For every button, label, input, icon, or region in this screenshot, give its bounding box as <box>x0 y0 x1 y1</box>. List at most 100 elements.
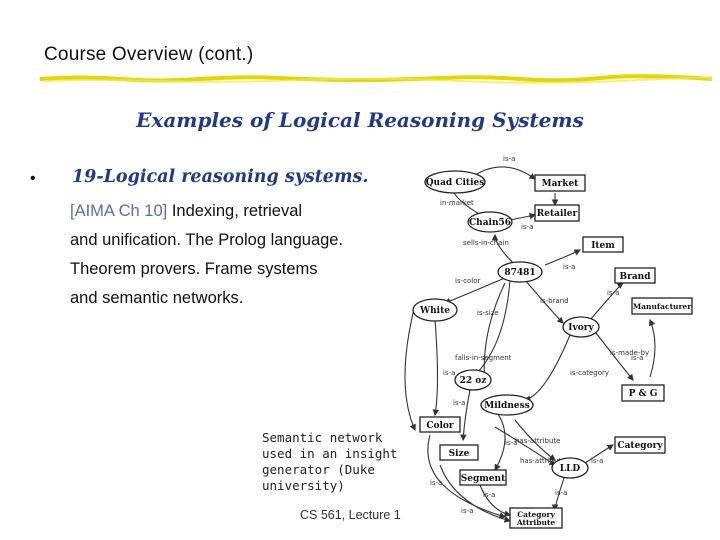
semantic-network-diagram: is-a in-market is-a sells-in-chain is-a … <box>404 155 693 529</box>
edge-white-left <box>404 304 416 432</box>
body-text-1: Indexing, retrieval <box>171 202 303 220</box>
node-label-market: Market <box>542 179 579 189</box>
edge-mildness-segment <box>494 409 506 471</box>
node-label-item: Item <box>591 241 615 251</box>
edge-label-isa-7: is-a <box>453 399 465 407</box>
edge-size-catattr <box>439 464 512 523</box>
edge-ivory-brand <box>589 282 624 321</box>
edge-label-isa-12: is-a <box>430 479 442 487</box>
node-label-manufacturer: Manufacturer <box>633 302 692 311</box>
edge-segment-catattr <box>479 484 512 517</box>
edge-pg-manufacturer <box>648 318 656 378</box>
chapter-reference: [AIMA Ch 10] <box>70 202 168 220</box>
node-label-22oz: 22 oz <box>460 376 487 386</box>
node-segment: Segment <box>459 469 507 486</box>
node-size: Size <box>439 444 479 461</box>
node-mildness: Mildness <box>480 394 534 416</box>
node-lld: LLD <box>551 457 589 479</box>
edge-white-color <box>432 319 440 417</box>
edge-label-isa-8: is-a <box>505 439 517 447</box>
edge-label-in-market: in-market <box>440 199 474 207</box>
edge-label-is-category: is-category <box>570 369 609 377</box>
node-label-ivory: Ivory <box>568 323 594 333</box>
edge-87481-ivory <box>524 279 564 324</box>
edge-chain-retailer <box>509 212 537 221</box>
node-label-chain56: Chain56 <box>469 218 511 228</box>
edge-label-is-size: is-size <box>477 309 499 317</box>
node-category: Category <box>614 436 666 454</box>
edge-label-isa-3: is-a <box>563 263 575 271</box>
caption-line-2: used in an insight <box>262 446 398 461</box>
edge-label-isa-5: is-a <box>631 354 643 362</box>
node-label-size: Size <box>449 449 470 459</box>
edge-label-has-attr-1: has-attribute <box>515 437 560 445</box>
edge-label-is-color: is-color <box>455 277 480 285</box>
node-label-color: Color <box>426 421 454 431</box>
node-label-catattr-2: Attribute <box>516 518 556 527</box>
slide-footer: CS 561, Lecture 1 <box>300 508 401 522</box>
edge-87481-item <box>544 249 581 266</box>
edge-87481-mildness <box>481 282 506 387</box>
edge-label-isa-11: is-a <box>555 489 567 497</box>
node-label-white: White <box>419 306 450 316</box>
edge-label-isa-2: is-a <box>521 223 533 231</box>
edge-label-isa-13: is-a <box>461 507 473 515</box>
node-label-87481: 87481 <box>504 268 535 278</box>
node-market: Market <box>534 174 586 192</box>
node-label-retailer: Retailer <box>537 209 578 219</box>
node-label-lld: LLD <box>560 464 581 474</box>
edge-mildness-lld-2 <box>494 426 556 466</box>
node-manufacturer: Manufacturer <box>631 297 693 315</box>
edge-label-segment: falls-in-segment <box>455 354 512 362</box>
node-label-category: Category <box>617 441 663 451</box>
title-rule <box>40 74 712 84</box>
node-87481: 87481 <box>497 261 543 283</box>
body-line-3: Theorem provers. Frame systems <box>70 260 318 278</box>
node-label-catattr-1: Category <box>517 510 555 519</box>
body-line-2: and unification. The Prolog language. <box>70 231 344 249</box>
node-white: White <box>412 298 458 322</box>
edge-label-isa-6: is-a <box>443 369 455 377</box>
node-retailer: Retailer <box>534 204 580 222</box>
edge-label-is-brand: is-brand <box>540 297 569 305</box>
node-label-quad-cities: Quad Cities <box>426 178 485 188</box>
slide-subtitle: Examples of Logical Reasoning Systems <box>136 108 584 132</box>
node-pg: P & G <box>621 384 665 402</box>
edge-label-made-by: is-made-by <box>610 349 649 357</box>
slide-title: Course Overview (cont.) <box>44 44 254 65</box>
edge-lld-category <box>584 444 614 464</box>
caption-line-3: generator (Duke <box>262 462 375 477</box>
edge-color-catattr <box>427 434 507 519</box>
node-category-attribute: Category Attribute <box>509 507 563 529</box>
bullet-heading: 19-Logical reasoning systems. <box>72 167 369 187</box>
edge-label-isa-10: is-a <box>483 491 495 499</box>
node-item: Item <box>582 236 624 253</box>
caption-line-4: university) <box>262 478 345 493</box>
node-label-brand: Brand <box>619 272 651 282</box>
edge-label-has-attr-2: has-attribute <box>520 457 565 465</box>
diagram-caption: Semantic network used in an insight gene… <box>262 430 412 494</box>
node-label-segment: Segment <box>461 474 506 484</box>
edge-label-isa-4: is-a <box>607 289 619 297</box>
edge-label-isa-1: is-a <box>503 155 515 163</box>
edge-87481-22oz <box>474 279 511 376</box>
edge-ivory-mildness <box>523 334 571 402</box>
node-chain56: Chain56 <box>467 211 513 233</box>
node-color: Color <box>419 416 461 433</box>
node-label-pg: P & G <box>629 389 658 399</box>
node-quad-cities: Quad Cities <box>424 170 486 194</box>
edge-quad-market <box>474 166 536 180</box>
edge-22oz-size <box>460 389 471 442</box>
node-label-mildness: Mildness <box>484 401 530 411</box>
node-brand: Brand <box>614 267 656 284</box>
edge-mildness-lld <box>514 419 556 461</box>
edge-label-isa-9: is-a <box>591 457 603 465</box>
body-line-1: [AIMA Ch 10] Indexing, retrieval <box>70 202 302 221</box>
node-22oz: 22 oz <box>454 369 492 391</box>
body-line-4: and semantic networks. <box>70 289 244 307</box>
caption-line-1: Semantic network <box>262 430 383 445</box>
edge-87481-chain <box>491 233 516 266</box>
edge-label-sells: sells-in-chain <box>463 239 509 247</box>
node-ivory: Ivory <box>562 316 600 338</box>
bullet-marker: • <box>30 170 36 187</box>
